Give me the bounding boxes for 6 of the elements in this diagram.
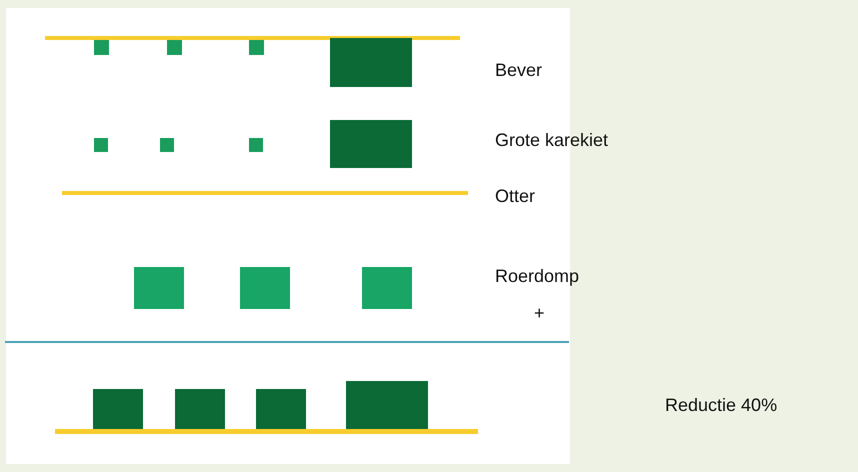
species-label: Bever xyxy=(495,59,542,81)
species-label: Otter xyxy=(495,185,536,207)
reduction-note: Reductie 40% xyxy=(665,394,778,416)
species-label: Grote karekiet xyxy=(495,129,608,151)
species-label: Roerdomp xyxy=(495,265,580,287)
plus-sign: + xyxy=(534,302,545,324)
